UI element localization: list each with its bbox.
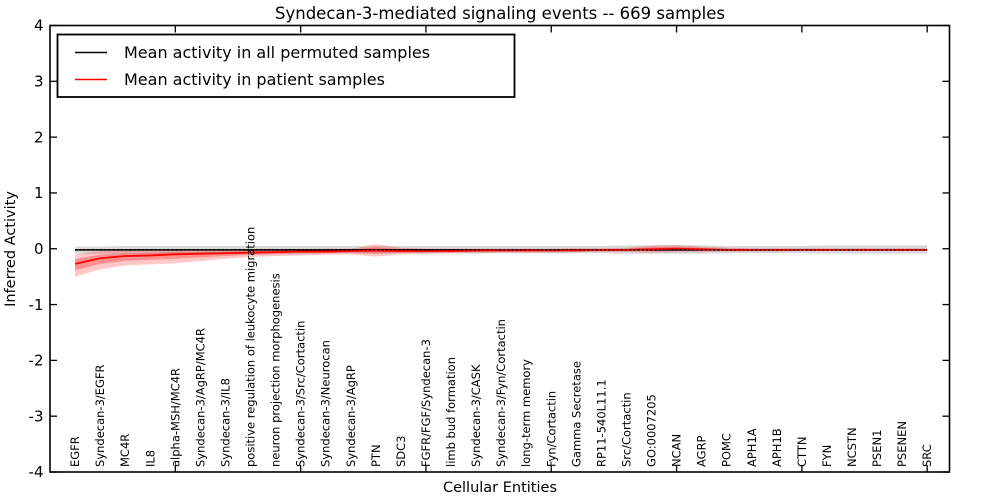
x-category-label: Syndecan-3/CASK <box>469 364 483 467</box>
y-tick-label: -1 <box>29 296 44 314</box>
x-category-label: Fyn/Cortactin <box>544 391 558 467</box>
x-category-label: SDC3 <box>394 435 408 467</box>
y-tick-label: -2 <box>29 352 44 370</box>
x-category-label: GO:0007205 <box>645 394 659 467</box>
y-tick-label: 1 <box>34 184 44 202</box>
x-category-label: PSENEN <box>895 421 909 467</box>
x-category-label: alpha-MSH/MC4R <box>168 368 182 467</box>
x-category-label: MC4R <box>118 434 132 467</box>
x-category-label: Syndecan-3/AgRP/MC4R <box>193 328 207 467</box>
legend: Mean activity in all permuted samples Me… <box>56 33 516 98</box>
x-category-label: NCAN <box>670 434 684 467</box>
x-category-label: PTN <box>369 444 383 467</box>
x-category-label: Syndecan-3/EGFR <box>93 364 107 467</box>
y-tick-label: -3 <box>29 407 44 425</box>
x-category-label: Syndecan-3/IL8 <box>218 378 232 467</box>
x-category-label: positive regulation of leukocyte migrati… <box>244 227 258 467</box>
x-category-label: RP11-540L11.1 <box>594 379 608 467</box>
legend-label-permuted: Mean activity in all permuted samples <box>124 43 430 62</box>
x-category-label: POMC <box>720 433 734 467</box>
x-category-label: CTTN <box>795 437 809 467</box>
y-tick-label: 4 <box>34 17 44 35</box>
x-category-label: FGFR/FGF/Syndecan-3 <box>419 339 433 467</box>
x-category-label: APH1B <box>770 428 784 467</box>
x-category-label: Syndecan-3/AgRP <box>344 365 358 467</box>
x-category-label: AGRP <box>695 435 709 467</box>
x-category-label: EGFR <box>68 436 82 467</box>
x-category-label: APH1A <box>745 428 759 467</box>
x-category-label: SRC <box>920 444 934 467</box>
x-category-label: Gamma Secretase <box>569 361 583 467</box>
y-tick-label: 0 <box>34 240 44 258</box>
legend-box <box>56 33 516 98</box>
y-tick-label: 2 <box>34 128 44 146</box>
x-category-label: Src/Cortactin <box>619 392 633 467</box>
x-category-label: Syndecan-3/Neurocan <box>319 340 333 467</box>
legend-label-patient: Mean activity in patient samples <box>124 70 385 89</box>
x-category-label: Syndecan-3/Src/Cortactin <box>294 321 308 467</box>
x-category-label: FYN <box>820 445 834 467</box>
y-tick-label: -4 <box>29 463 44 481</box>
x-category-label: IL8 <box>143 450 157 467</box>
x-category-label: NCSTN <box>845 427 859 467</box>
x-category-label: PSEN1 <box>870 430 884 467</box>
y-axis-label: Inferred Activity <box>3 191 19 307</box>
chart-title: Syndecan-3-mediated signaling events -- … <box>275 4 725 23</box>
x-category-label: long-term memory <box>519 359 533 467</box>
y-tick-label: 3 <box>34 73 44 91</box>
x-category-label: Syndecan-3/Fyn/Cortactin <box>494 319 508 467</box>
x-category-label: limb bud formation <box>444 357 458 467</box>
x-category-label: neuron projection morphogenesis <box>269 273 283 467</box>
x-axis-label: Cellular Entities <box>443 480 557 496</box>
